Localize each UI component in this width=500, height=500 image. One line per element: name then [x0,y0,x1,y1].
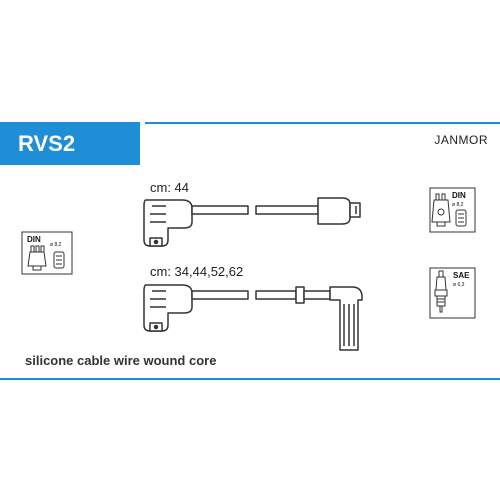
bottom-cable-wire-end [303,290,331,300]
distributor-cap-icon: DIN ø 8,2 [21,231,73,275]
spark-plug-icon: SAE ø 6,3 [429,267,476,319]
coil-cap-icon: DIN ø 8,2 [429,187,476,233]
coil-cap-standard: DIN [452,191,466,200]
top-cable-length-label: cm: 44 [150,180,190,195]
footer-divider [0,378,500,380]
bottom-cable-wire-left [191,290,249,300]
top-cable-straight-boot [317,197,361,225]
bottom-cable-length-label: cm: 34,44,52,62 [150,264,244,279]
bottom-cable-long-plug-boot [329,286,363,351]
distributor-cap-standard: DIN [27,235,41,244]
top-cable-angled-boot [143,199,193,247]
coil-cap-spec: ø 8,2 [452,202,464,208]
spark-plug-standard: SAE [453,271,470,280]
bottom-cable-angled-boot [143,284,193,332]
product-code-badge: RVS2 [0,122,140,165]
bottom-cable-wire-right [255,290,297,300]
top-cable-wire-right [255,205,319,215]
distributor-cap-spec: ø 8,2 [50,242,62,248]
header-divider [145,122,500,124]
top-cable [143,197,361,247]
top-cable-wire-left [191,205,249,215]
bottom-cable [143,284,363,351]
cable-description: silicone cable wire wound core [25,353,217,368]
spark-plug-spec: ø 6,3 [453,282,465,288]
bottom-cable-ferrule [295,286,305,304]
brand-name: JANMOR [434,133,488,147]
